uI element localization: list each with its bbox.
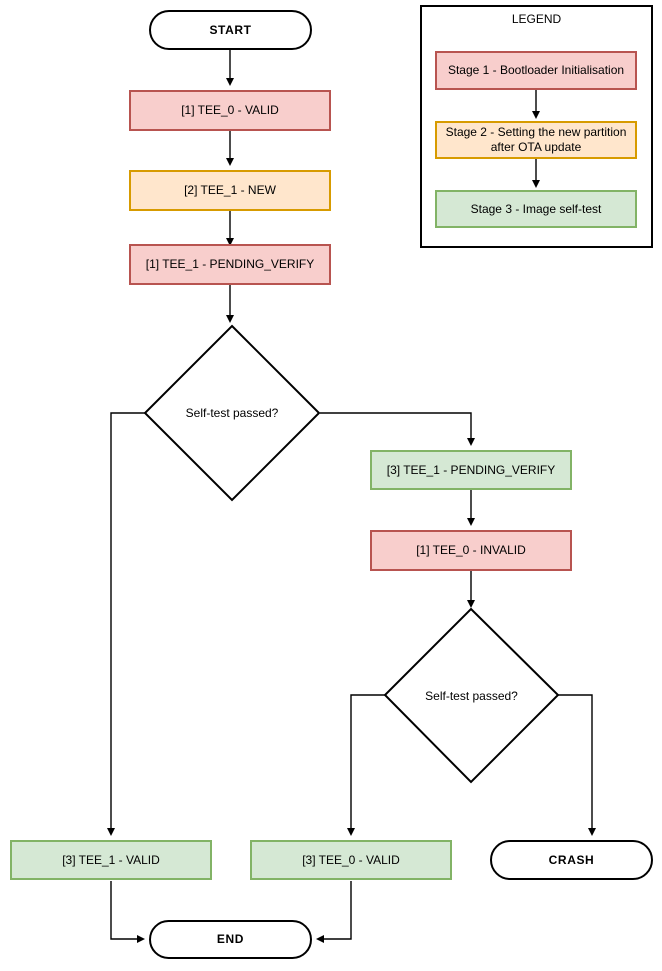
node-decision-self-test-2[interactable]: Self-test passed? [383,607,560,784]
node-tee1-valid[interactable]: [3] TEE_1 - VALID [10,840,212,880]
node-tee1-pending-verify-1[interactable]: [1] TEE_1 - PENDING_VERIFY [129,244,331,285]
node-start[interactable]: START [149,10,312,50]
node-tee0-valid[interactable]: [1] TEE_0 - VALID [129,90,331,131]
node-tee1-pending-verify-3-label: [3] TEE_1 - PENDING_VERIFY [386,462,556,477]
legend-title: LEGEND [511,12,562,26]
node-end[interactable]: END [149,920,312,959]
node-tee1-pending-verify-1-label: [1] TEE_1 - PENDING_VERIFY [145,257,315,271]
node-end-label: END [216,932,245,946]
legend-item-stage-2[interactable]: Stage 2 - Setting the new partition afte… [435,121,637,159]
legend-item-stage-1-label: Stage 1 - Bootloader Initialisation [447,63,625,77]
node-decision-self-test-2-label: Self-test passed? [425,688,518,703]
node-crash-label: CRASH [548,852,595,867]
node-tee1-new-label: [2] TEE_1 - NEW [184,183,276,197]
node-start-label: START [209,22,252,37]
node-tee0-invalid[interactable]: [1] TEE_0 - INVALID [370,530,572,571]
legend-item-stage-3[interactable]: Stage 3 - Image self-test [435,190,637,228]
legend-item-stage-3-label: Stage 3 - Image self-test [470,201,602,216]
node-tee0-invalid-label: [1] TEE_0 - INVALID [416,543,526,557]
node-tee1-pending-verify-3[interactable]: [3] TEE_1 - PENDING_VERIFY [370,450,572,490]
node-tee1-valid-label: [3] TEE_1 - VALID [62,852,160,867]
legend-item-stage-2-label: Stage 2 - Setting the new partition afte… [445,125,627,154]
node-crash[interactable]: CRASH [490,840,653,880]
node-tee0-valid-3-label: [3] TEE_0 - VALID [302,852,400,867]
node-tee1-new[interactable]: [2] TEE_1 - NEW [129,170,331,211]
legend-item-stage-1[interactable]: Stage 1 - Bootloader Initialisation [435,51,637,90]
node-decision-self-test-1[interactable]: Self-test passed? [143,324,321,502]
node-decision-self-test-1-label: Self-test passed? [185,406,279,420]
node-tee0-valid-label: [1] TEE_0 - VALID [181,103,279,117]
node-tee0-valid-3[interactable]: [3] TEE_0 - VALID [250,840,452,880]
